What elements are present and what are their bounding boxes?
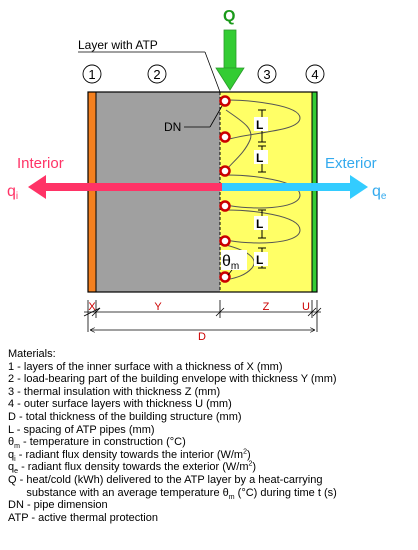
legend-rows: 1 - layers of the inner surface with a t… [8, 361, 413, 525]
wall-outline [87, 91, 318, 293]
legend-item: qi - radiant flux density towards the in… [8, 448, 251, 463]
pipe [219, 131, 231, 143]
legend-title: Materials: [8, 348, 56, 360]
layer-with-atp-label: Layer with ATP [78, 38, 158, 52]
pipe [219, 235, 231, 247]
dim-d: D [198, 331, 206, 343]
layer-number-badges [82, 64, 325, 84]
layer-number: 2 [153, 67, 160, 82]
layer-number: 3 [263, 67, 270, 82]
pipe [219, 271, 231, 283]
wall-diagram: L L L L Q Layer with ATP 1 2 3 4 [7, 8, 387, 343]
dim-x: X [88, 301, 96, 313]
layer-2-load-bearing [96, 92, 220, 292]
layer-number: 1 [88, 67, 95, 82]
atp-pipes [219, 95, 231, 283]
l-label-bg [254, 150, 268, 164]
l-label-bg [254, 216, 268, 230]
dimension-ticks [83, 300, 322, 332]
legend-item: 4 - outer surface layers with thickness … [8, 398, 232, 411]
layer-4-outer-surface [312, 92, 317, 292]
legend-item: 2 - load-bearing part of the building en… [8, 373, 337, 386]
legend: Materials: 1 - layers of the inner surfa… [8, 348, 413, 524]
theta-label-bg [221, 250, 247, 270]
layer-1-inner-surface [88, 92, 96, 292]
q-label: Q [223, 8, 235, 25]
legend-item: Q - heat/cold (kWh) delivered to the ATP… [8, 473, 323, 486]
l-label-bg [254, 252, 268, 266]
legend-item: DN - pipe dimension [8, 499, 108, 512]
legend-item: ATP - active thermal protection [8, 511, 158, 524]
layer-number: 4 [311, 67, 318, 82]
l-label-bg [254, 117, 268, 131]
exterior-arrow [222, 175, 368, 199]
theta-label: θm [222, 253, 239, 272]
dim-z: Z [263, 301, 270, 313]
q-heat-arrow [215, 29, 245, 91]
dn-label: DN [164, 120, 181, 134]
dim-u: U [302, 301, 310, 313]
qi-label: qi [7, 183, 18, 202]
legend-item: L - spacing of ATP pipes (mm) [8, 423, 155, 436]
pipe [219, 95, 231, 107]
dn-leader [209, 105, 223, 128]
pipe [219, 200, 231, 212]
interior-arrow [28, 175, 222, 199]
dim-y: Y [154, 301, 162, 313]
theta-leader [227, 269, 233, 276]
pipe-spacing-label: L [256, 151, 263, 165]
legend-item: substance with an average temperature θm… [8, 486, 337, 501]
legend-item: θm - temperature in construction (°C) [8, 436, 186, 451]
legend-item: D - total thickness of the building stru… [8, 410, 242, 423]
qe-label: qe [372, 183, 387, 202]
pipe-spacing-label: L [256, 217, 263, 231]
pipe [219, 165, 231, 177]
pipe-spacing-label: L [256, 118, 263, 132]
exterior-label: Exterior [325, 155, 377, 172]
legend-item: qe - radiant flux density towards the ex… [8, 460, 257, 476]
legend-item: 3 - thermal insulation with thickness Z … [8, 385, 221, 398]
legend-item: 1 - layers of the inner surface with a t… [8, 360, 283, 373]
pipe-spacing-label: L [256, 253, 263, 267]
leader-line [204, 51, 221, 93]
interior-label: Interior [17, 155, 64, 172]
